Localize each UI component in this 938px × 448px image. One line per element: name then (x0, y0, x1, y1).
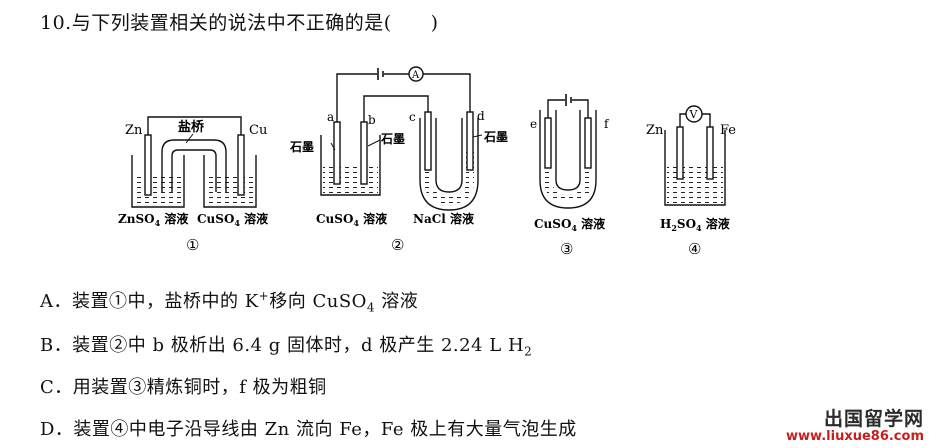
d2-label-c: c (409, 110, 416, 124)
d3-label-e: e (530, 117, 537, 131)
d4-voltmeter-symbol: V (689, 108, 699, 121)
d4-solution-label: H2SO4 溶液 (660, 216, 730, 233)
device-4 (664, 105, 726, 206)
d1-cu-label: Cu (249, 123, 267, 138)
d2-label-d: d (477, 109, 485, 123)
d1-number: ① (186, 236, 199, 254)
d4-zn-label: Zn (646, 123, 664, 138)
site-watermark: 出国留学网 www.liuxue86.com (786, 408, 924, 445)
device-2 (320, 66, 483, 211)
d2-graphite-right: 石墨 (483, 130, 508, 144)
d1-zn-label: Zn (125, 123, 143, 138)
question-number: 10. (40, 12, 72, 34)
option-b: B．装置②中 b 极析出 6.4 g 固体时，d 极产生 2.24 L H2 (40, 335, 533, 359)
d2-right-solution-label: NaCl 溶液 (413, 211, 474, 226)
d3-number: ③ (560, 240, 573, 258)
device-3 (539, 94, 597, 209)
watermark-site-name: 出国留学网 (823, 408, 924, 431)
d4-number: ④ (688, 240, 701, 258)
d2-label-a: a (327, 110, 334, 124)
d1-salt-bridge-label: 盐桥 (178, 119, 205, 135)
d2-number: ② (391, 236, 404, 254)
option-d: D．装置④中电子沿导线由 Zn 流向 Fe，Fe 极上有大量气泡生成 (40, 419, 577, 440)
d2-left-solution-label: CuSO4 溶液 (316, 211, 387, 228)
option-c: C．用装置③精炼铜时，f 极为粗铜 (40, 377, 327, 398)
d1-right-solution-label: CuSO4 溶液 (197, 211, 268, 228)
d2-label-b: b (368, 113, 376, 127)
d4-fe-label: Fe (720, 123, 736, 138)
d3-solution-label: CuSO4 溶液 (534, 216, 605, 233)
device-1 (131, 116, 257, 208)
d2-graphite-middle: 石墨 (380, 132, 405, 146)
question-stem: 10.与下列装置相关的说法中不正确的是( ) (40, 8, 439, 35)
d2-ammeter-symbol: A (411, 70, 420, 81)
d3-label-f: f (604, 117, 610, 131)
d2-graphite-left: 石墨 (289, 140, 314, 154)
option-a: A．装置①中，盐桥中的 K+移向 CuSO4 溶液 (40, 289, 419, 315)
d1-left-solution-label: ZnSO4 溶液 (118, 211, 188, 228)
question-text: 与下列装置相关的说法中不正确的是( ) (71, 12, 439, 34)
watermark-url: www.liuxue86.com (786, 429, 924, 445)
